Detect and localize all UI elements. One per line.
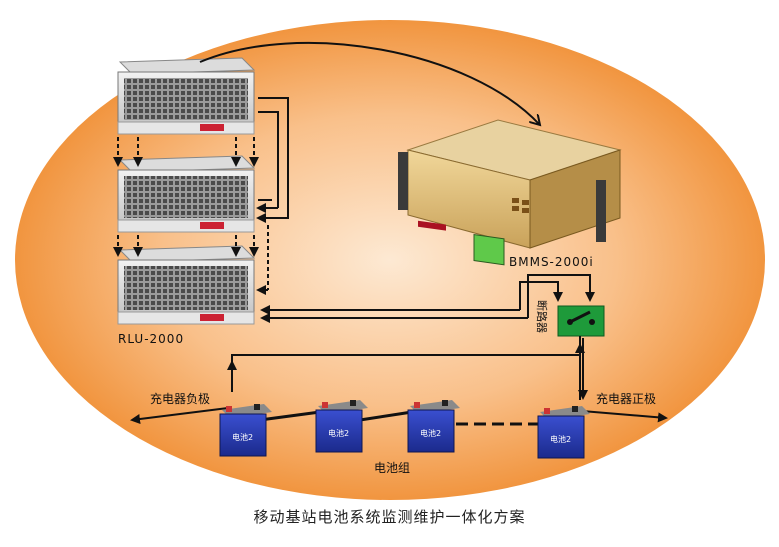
- battery-4: 电池2: [537, 406, 590, 459]
- charger-positive-label: 充电器正极: [596, 391, 656, 406]
- battery-1: 电池2: [219, 404, 272, 457]
- rack-bus-lines: [256, 97, 289, 223]
- charger-negative-label: 充电器负极: [150, 391, 210, 406]
- charger-negative-line: [130, 407, 229, 424]
- rlu-rack-middle: [117, 155, 256, 233]
- breaker-wiring: [260, 274, 595, 323]
- battery-chain: [259, 410, 540, 426]
- battery-3: 电池2: [407, 400, 460, 453]
- battery-label: 电池2: [550, 434, 571, 444]
- battery-group-label: 电池组: [374, 461, 410, 475]
- data-link-arrow: [199, 41, 540, 125]
- circuit-breaker: [557, 305, 605, 337]
- battery-2: 电池2: [315, 400, 368, 453]
- rlu-label: RLU-2000: [118, 332, 184, 346]
- rack-dashed-links: [113, 137, 269, 295]
- breaker-label: 断路器: [535, 300, 549, 333]
- bmms-label: BMMS-2000i: [509, 255, 594, 269]
- rlu-rack-bottom: [117, 245, 256, 325]
- battery-label: 电池2: [232, 432, 253, 442]
- figure-caption: 移动基站电池系统监测维护一体化方案: [253, 508, 526, 526]
- rlu-rack-top: [117, 57, 256, 135]
- power-wiring: [227, 336, 588, 400]
- battery-label: 电池2: [328, 428, 349, 438]
- battery-label: 电池2: [420, 428, 441, 438]
- bmms-monitor-device: [398, 119, 622, 266]
